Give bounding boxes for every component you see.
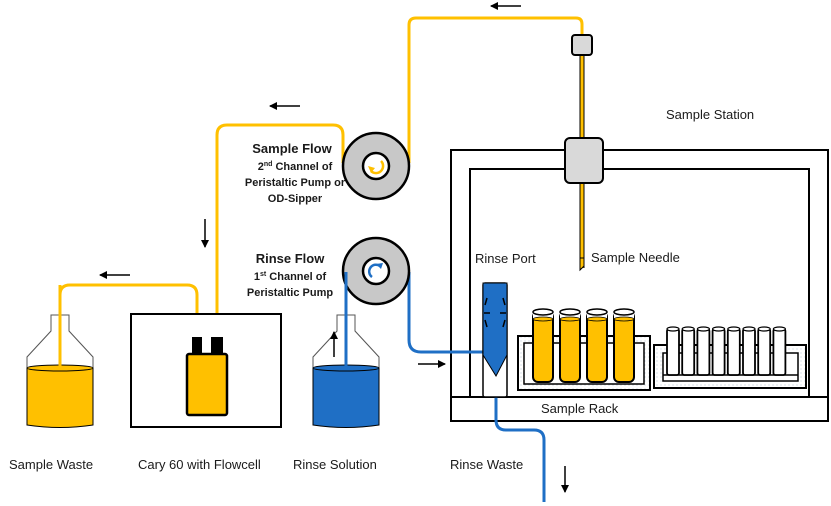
empty-vial bbox=[666, 326, 680, 376]
rinse-spray-marks bbox=[484, 297, 506, 328]
empty-vial bbox=[726, 326, 741, 376]
empty-vial bbox=[757, 326, 772, 376]
rinse-flow-channel: 1st Channel of bbox=[254, 271, 327, 283]
rinse-solution-liquid bbox=[312, 367, 380, 428]
rinse-pump bbox=[341, 236, 411, 306]
filled-sample-tube bbox=[586, 308, 608, 383]
filled-sample-tube bbox=[532, 308, 554, 383]
sample-rack-filled bbox=[517, 308, 651, 391]
counterclockwise-arrow-icon bbox=[368, 160, 385, 175]
rinse-tube-to-waste bbox=[494, 376, 546, 502]
filled-sample-tube bbox=[559, 308, 581, 383]
sample-needle-label: Sample Needle bbox=[591, 250, 680, 265]
sample-flow-sipper: OD-Sipper bbox=[268, 193, 323, 205]
empty-vial bbox=[681, 326, 696, 376]
sample-rack-base bbox=[450, 396, 829, 422]
needle-carriage bbox=[564, 137, 604, 184]
sample-rack-empty bbox=[653, 326, 807, 389]
sample-tube-top bbox=[407, 16, 584, 163]
filled-sample-tube bbox=[613, 308, 635, 383]
rinse-solution-label: Rinse Solution bbox=[293, 457, 377, 472]
sample-waste-label: Sample Waste bbox=[9, 457, 93, 472]
empty-vial bbox=[696, 326, 711, 376]
sample-tube-to-cell bbox=[215, 123, 345, 337]
sample-pump-hub bbox=[361, 151, 391, 181]
rinse-flow-pump: Peristaltic Pump bbox=[247, 287, 333, 299]
empty-vials bbox=[666, 326, 787, 376]
sample-rack-label: Sample Rack bbox=[541, 401, 619, 416]
sample-flow-channel: 2nd Channel of bbox=[258, 161, 333, 173]
sample-flow-pump: Peristaltic Pump or bbox=[245, 177, 346, 189]
needle-tip bbox=[579, 257, 585, 272]
cary-label: Cary 60 with Flowcell bbox=[138, 457, 261, 472]
needle-connector bbox=[571, 34, 593, 56]
rinse-port bbox=[482, 282, 508, 398]
clockwise-arrow-icon bbox=[367, 263, 383, 279]
rinse-waste-label: Rinse Waste bbox=[450, 457, 523, 472]
flowcell-outlet-port bbox=[192, 337, 202, 354]
sample-waste-liquid bbox=[26, 367, 94, 428]
rinse-port-fluid bbox=[482, 282, 508, 378]
sample-waste-bottle bbox=[26, 285, 94, 428]
flowcell-inlet-port bbox=[211, 337, 223, 354]
rinse-solution-bottle bbox=[312, 272, 380, 428]
flowcell bbox=[185, 352, 229, 417]
sample-flow-title: Sample Flow bbox=[252, 141, 332, 156]
filled-tubes bbox=[532, 308, 635, 383]
rinse-tube-to-port bbox=[407, 272, 489, 354]
cary-60-instrument bbox=[130, 313, 282, 428]
empty-vial bbox=[772, 326, 787, 376]
empty-vial bbox=[742, 326, 756, 376]
sample-station-label: Sample Station bbox=[666, 107, 754, 122]
empty-vial bbox=[711, 326, 726, 376]
rinse-port-label: Rinse Port bbox=[475, 251, 536, 266]
rinse-pump-hub bbox=[361, 256, 391, 286]
rinse-flow-title: Rinse Flow bbox=[256, 251, 326, 266]
sample-pump bbox=[341, 131, 411, 201]
